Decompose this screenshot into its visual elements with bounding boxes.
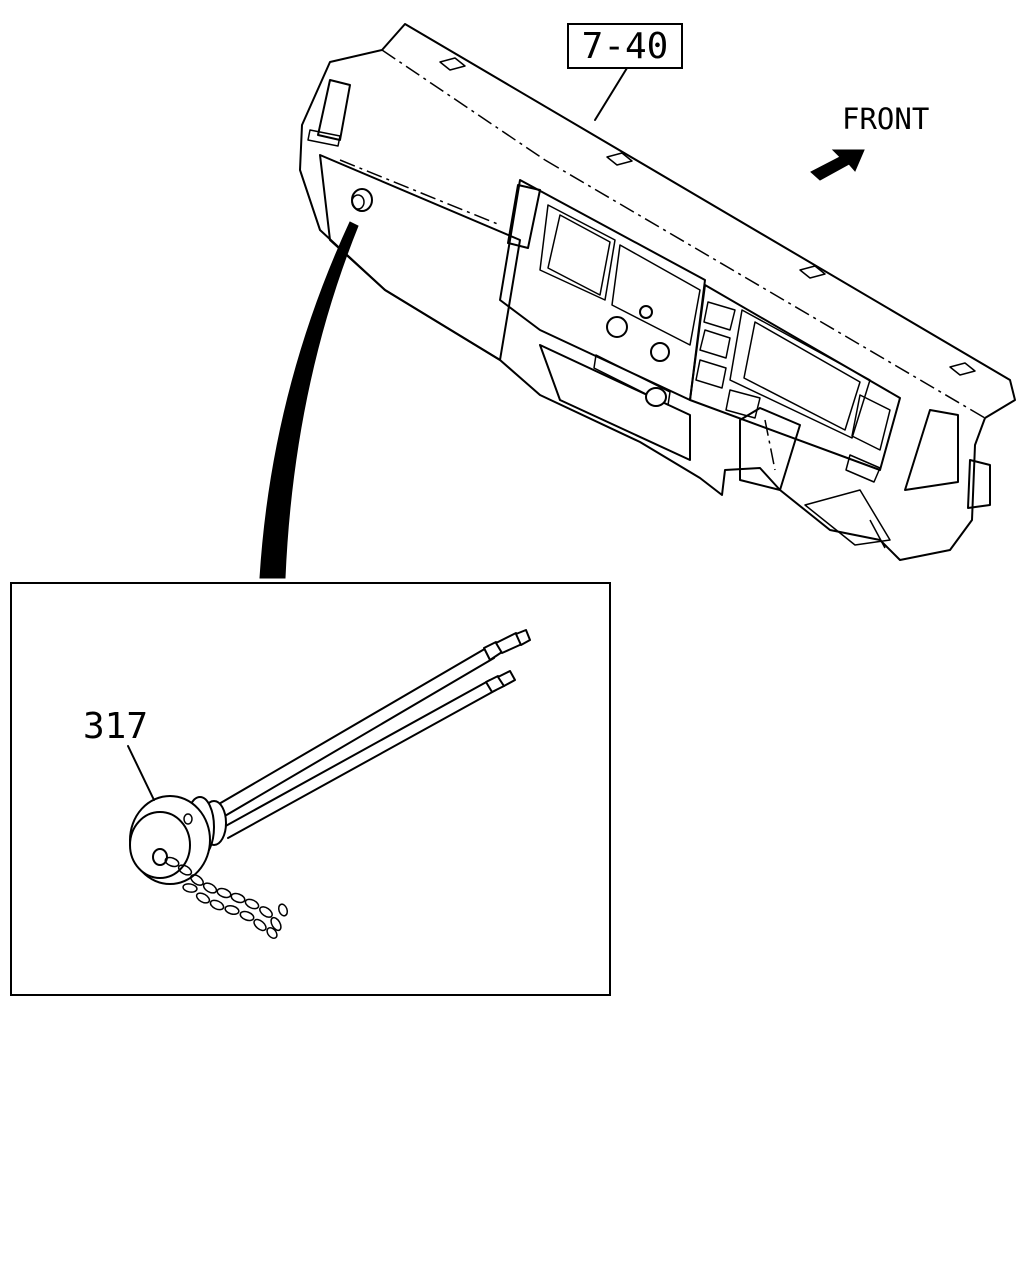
front-indicator: FRONT xyxy=(810,102,929,181)
front-label: FRONT xyxy=(842,102,929,136)
part-317-assembly xyxy=(127,629,531,940)
part-leader-line xyxy=(127,745,155,801)
reference-label-text: 7-40 xyxy=(582,26,669,67)
reference-label-box: 7-40 xyxy=(567,23,683,69)
arrow-icon xyxy=(810,149,865,181)
dashboard-assembly xyxy=(299,23,1016,561)
chain xyxy=(164,856,289,940)
detail-inset-box xyxy=(10,582,611,996)
part-number-label: 317 xyxy=(83,706,148,747)
reference-leader-line xyxy=(594,67,628,121)
detail-leader xyxy=(259,221,359,579)
